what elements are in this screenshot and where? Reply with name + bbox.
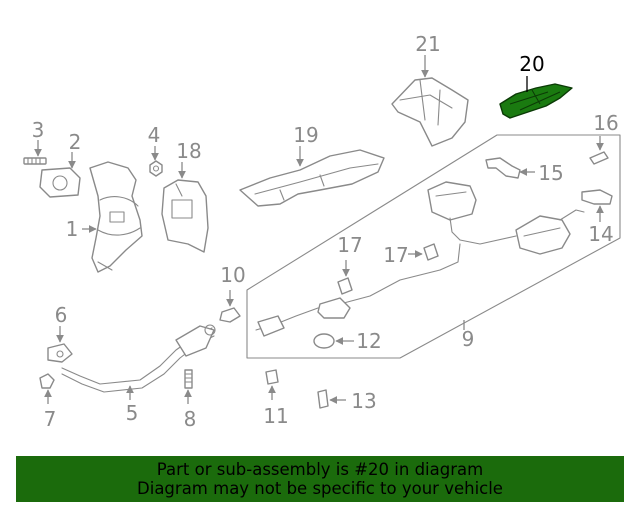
info-banner: Part or sub-assembly is #20 in diagram D… [16,456,624,502]
nut-4[interactable] [149,160,163,177]
stud-bolt-3[interactable] [23,157,47,165]
gasket-6[interactable] [47,343,73,363]
callout-12: 12 [356,329,381,353]
callout-16: 16 [593,111,618,135]
heat-shield-19[interactable] [239,149,385,207]
nut-7[interactable] [39,373,55,389]
callout-5: 5 [126,401,139,425]
callout-8: 8 [184,407,197,431]
callout-17b: 17 [383,243,408,267]
gasket-2[interactable] [39,167,81,198]
heat-shield-20-highlighted[interactable] [499,83,573,119]
callout-20: 20 [519,52,544,76]
callout-9: 9 [462,327,475,351]
rubber-mount-17a[interactable] [337,277,353,295]
callout-13: 13 [351,389,376,413]
hanger-bracket-15[interactable] [485,157,521,179]
gasket-10[interactable] [219,307,241,323]
tailpipe-finisher-14[interactable] [581,189,613,205]
gasket-12[interactable] [313,333,335,349]
callout-2: 2 [69,130,82,154]
callout-18: 18 [176,139,201,163]
callout-11: 11 [263,404,288,428]
callout-10: 10 [220,263,245,287]
callout-4: 4 [148,123,161,147]
bolt-8[interactable] [184,369,193,389]
callout-21: 21 [415,32,440,56]
rubber-mount-11[interactable] [265,369,279,385]
exhaust-assembly-outline [246,134,621,359]
exhaust-pipe-muffler-9[interactable] [255,181,585,337]
heat-shield-21[interactable] [391,77,469,147]
parts-diagram: 21 20 3 2 1 4 18 19 [23,32,621,431]
front-pipe-5[interactable] [61,324,216,393]
callout-14: 14 [588,222,613,246]
callout-6: 6 [55,303,68,327]
callout-3: 3 [32,118,45,142]
catalytic-converter-1[interactable] [89,161,143,273]
banner-line-2: Diagram may not be specific to your vehi… [137,479,503,498]
callout-15: 15 [538,161,563,185]
bolt-13[interactable] [317,389,329,409]
callout-1: 1 [66,217,79,241]
bolt-16[interactable] [589,151,609,165]
callout-7: 7 [44,407,57,431]
callout-17a: 17 [337,233,362,257]
heat-shield-18[interactable] [161,179,209,253]
callout-19: 19 [293,123,318,147]
rubber-mount-17b[interactable] [423,243,439,261]
banner-line-1: Part or sub-assembly is #20 in diagram [156,460,484,479]
